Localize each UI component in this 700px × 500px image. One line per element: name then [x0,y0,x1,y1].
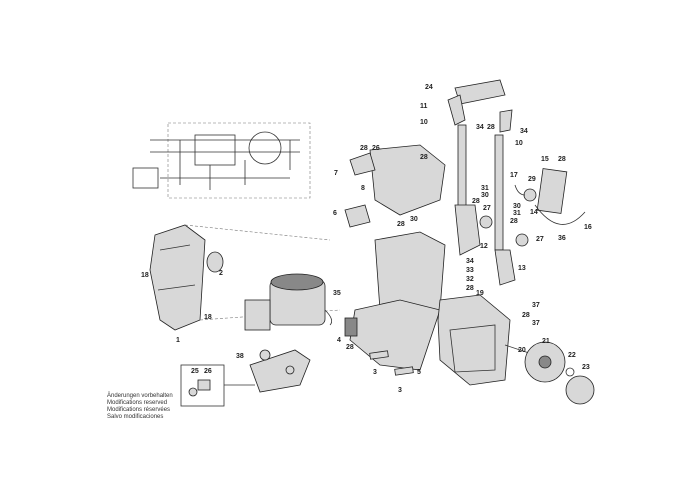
part-callout: 30 [513,203,521,210]
part-callout: 16 [584,224,592,231]
wiring-schematic [132,122,311,199]
switch-panel [514,168,586,225]
part-callout: 30 [481,192,489,199]
motor [244,273,333,331]
part-callout: 19 [476,290,484,297]
part-callout: 24 [425,84,433,91]
modification-notice: Änderungen vorbehalten Modifications res… [107,393,173,421]
part-callout: 3 [373,369,377,376]
part-callout: 26 [372,145,380,152]
part-callout: 38 [236,353,244,360]
part-callout: 34 [466,258,474,265]
part-callout: 28 [346,344,354,351]
part-callout: 28 [420,154,428,161]
part-callout: 15 [541,156,549,163]
part-callout: 34 [476,124,484,131]
part-callout: 28 [522,312,530,319]
note-de: Änderungen vorbehalten [107,393,173,399]
part-callout: 12 [480,243,488,250]
part-callout: 30 [410,216,418,223]
base-housing [437,294,595,405]
part-callout: 14 [530,209,538,216]
housing-cover [149,224,206,331]
part-callout: 34 [520,128,528,135]
note-es: Salvo modificaciones [107,414,164,420]
part-callout: 28 [558,156,566,163]
part-callout: 28 [487,124,495,131]
part-callout: 37 [532,320,540,327]
part-callout: 13 [518,265,526,272]
part-callout: 8 [361,185,365,192]
part-callout: 20 [518,347,526,354]
part-callout: 31 [481,185,489,192]
part-callout: 31 [513,210,521,217]
handle [447,79,529,286]
note-en: Modifications reserved [107,400,168,406]
pump-head [249,349,311,393]
part-callout: 23 [582,364,590,371]
part-callout: 27 [483,205,491,212]
part-callout: 18 [204,314,212,321]
part-callout: 37 [532,302,540,309]
part-callout: 28 [510,218,518,225]
part-callout: 10 [515,140,523,147]
note-fr: Modifications réservées [107,407,171,413]
part-callout: 4 [337,337,341,344]
detail-box [180,364,225,407]
part-callout: 26 [204,368,212,375]
part-callout: 6 [333,210,337,217]
part-callout: 29 [528,176,536,183]
part-callout: 25 [191,368,199,375]
part-callout: 7 [334,170,338,177]
part-callout: 28 [466,285,474,292]
part-callout: 28 [360,145,368,152]
part-callout: 1 [176,337,180,344]
part-callout: 17 [510,172,518,179]
part-callout: 18 [141,272,149,279]
part-callout: 28 [397,221,405,228]
main-frame [344,144,446,376]
part-callout: 33 [466,267,474,274]
part-callout: 21 [542,338,550,345]
part-callout: 2 [219,270,223,277]
part-callout: 11 [420,103,428,110]
part-callout: 10 [420,119,428,126]
part-callout: 35 [333,290,341,297]
part-callout: 5 [417,369,421,376]
part-callout: 36 [558,235,566,242]
part-callout: 27 [536,236,544,243]
part-callout: 22 [568,352,576,359]
part-callout: 32 [466,276,474,283]
part-callout: 28 [472,198,480,205]
part-callout: 3 [398,387,402,394]
